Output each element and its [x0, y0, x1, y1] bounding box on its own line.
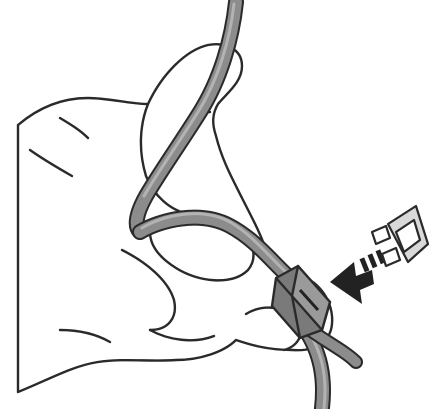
fuse-insertion-illustration — [0, 0, 429, 409]
illustration-svg — [0, 0, 429, 409]
